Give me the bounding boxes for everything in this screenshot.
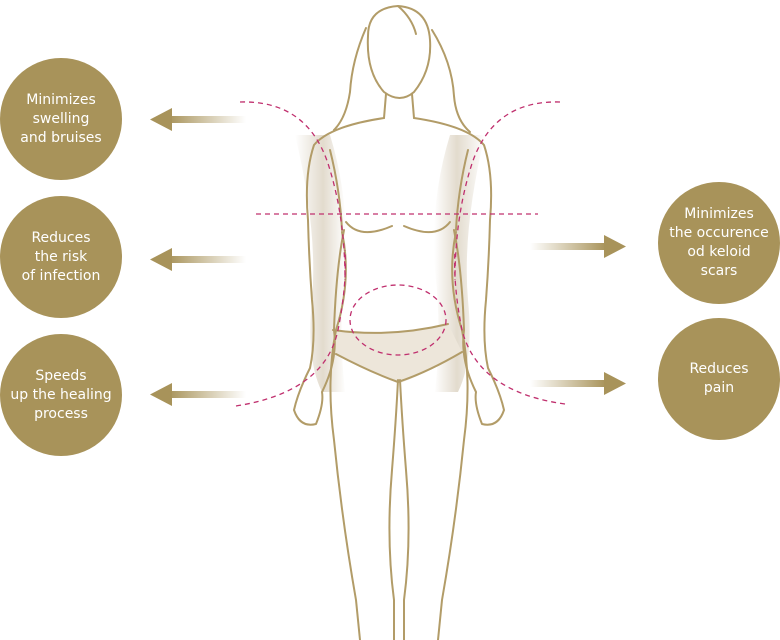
benefit-label: Minimizes swelling and bruises <box>20 91 102 146</box>
female-body-outline-icon <box>293 5 505 640</box>
dashed-arc-lower-left <box>235 249 346 407</box>
dashed-treatment-lines <box>235 101 566 407</box>
dashed-arc-lower-right <box>454 249 566 405</box>
benefit-label: Reduces pain <box>689 361 749 396</box>
arrow-right-icon <box>530 235 626 258</box>
benefit-circle-pain: Reduces pain <box>658 318 780 440</box>
benefit-circle-keloid: Minimizes the occurence od keloid scars <box>658 182 780 304</box>
benefit-circle-healing: Speeds up the healing process <box>0 334 122 456</box>
arrow-left-icon <box>150 248 246 271</box>
arrow-left-icon <box>150 383 246 406</box>
benefit-label: Reduces the risk of infection <box>21 229 101 284</box>
arrow-right-icon <box>530 372 626 395</box>
dashed-arc-upper-right <box>454 101 561 281</box>
benefit-label: Minimizes the occurence od keloid scars <box>669 206 769 279</box>
benefit-label: Speeds up the healing process <box>10 367 112 422</box>
dashed-arc-upper-left <box>239 101 346 281</box>
benefit-circle-infection: Reduces the risk of infection <box>0 196 122 318</box>
dashed-abdomen-ellipse <box>349 284 447 356</box>
arrow-left-icon <box>150 108 246 131</box>
benefit-circle-swelling: Minimizes swelling and bruises <box>0 58 122 180</box>
